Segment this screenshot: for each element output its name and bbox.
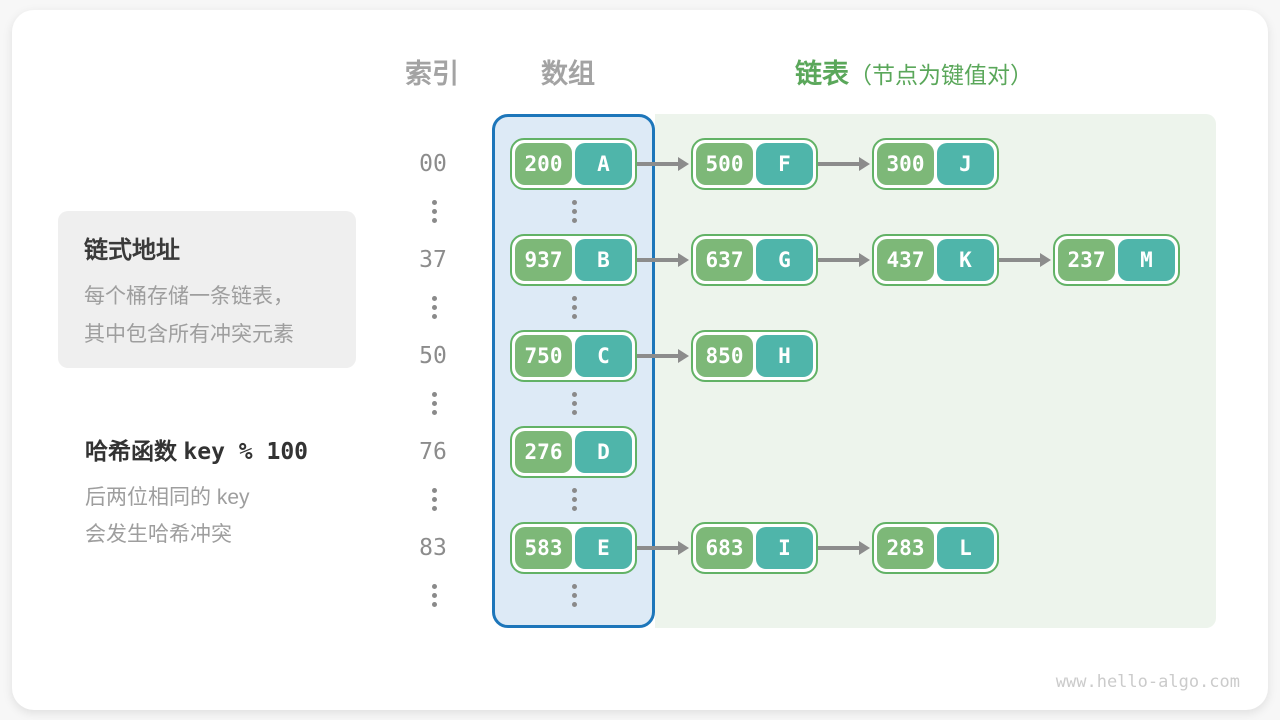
node-value: J bbox=[937, 143, 994, 185]
watermark: www.hello-algo.com bbox=[1055, 672, 1240, 692]
column-header-index: 索引 bbox=[405, 59, 459, 89]
index-label: 37 bbox=[419, 247, 447, 273]
node-key: 300 bbox=[877, 143, 934, 185]
node-key: 200 bbox=[515, 143, 572, 185]
info-box-title: 链式地址 bbox=[84, 237, 180, 264]
list-header-label: 链表 bbox=[795, 59, 849, 89]
node-value: E bbox=[575, 527, 632, 569]
node-key: 283 bbox=[877, 527, 934, 569]
arrow-icon bbox=[637, 253, 689, 267]
node-key: 437 bbox=[877, 239, 934, 281]
index-label: 83 bbox=[419, 535, 447, 561]
node-value: H bbox=[756, 335, 813, 377]
arrow-icon bbox=[637, 157, 689, 171]
ellipsis-icon bbox=[571, 296, 577, 319]
ellipsis-icon bbox=[571, 488, 577, 511]
node-key: 750 bbox=[515, 335, 572, 377]
ellipsis-icon bbox=[431, 392, 437, 415]
hash-note: 哈希函数 key % 100 后两位相同的 key 会发生哈希冲突 bbox=[85, 432, 385, 553]
node-value: F bbox=[756, 143, 813, 185]
list-header-note: （节点为键值对） bbox=[849, 62, 1033, 88]
column-header-list: 链表（节点为键值对） bbox=[795, 52, 1225, 91]
info-box-line: 其中包含所有冲突元素 bbox=[84, 323, 294, 346]
hash-function-label: 哈希函数 bbox=[85, 438, 177, 464]
hash-note-line: 会发生哈希冲突 bbox=[85, 523, 232, 546]
index-label: 00 bbox=[419, 151, 447, 177]
node-value: K bbox=[937, 239, 994, 281]
arrow-icon bbox=[818, 541, 870, 555]
hash-note-line: 后两位相同的 key bbox=[85, 486, 250, 509]
info-box-line: 每个桶存储一条链表， bbox=[84, 285, 294, 308]
ellipsis-icon bbox=[571, 584, 577, 607]
node-key: 937 bbox=[515, 239, 572, 281]
ellipsis-icon bbox=[571, 392, 577, 415]
arrow-icon bbox=[637, 541, 689, 555]
arrow-icon bbox=[818, 253, 870, 267]
node-value: G bbox=[756, 239, 813, 281]
node-value: D bbox=[575, 431, 632, 473]
node-value: C bbox=[575, 335, 632, 377]
arrow-icon bbox=[637, 349, 689, 363]
ellipsis-icon bbox=[431, 488, 437, 511]
ellipsis-icon bbox=[431, 200, 437, 223]
node-value: I bbox=[756, 527, 813, 569]
arrow-icon bbox=[818, 157, 870, 171]
info-box: 链式地址 每个桶存储一条链表， 其中包含所有冲突元素 bbox=[58, 211, 356, 368]
node-key: 850 bbox=[696, 335, 753, 377]
node-value: A bbox=[575, 143, 632, 185]
node-value: B bbox=[575, 239, 632, 281]
hash-function-code: key % 100 bbox=[183, 439, 309, 465]
node-key: 500 bbox=[696, 143, 753, 185]
ellipsis-icon bbox=[571, 200, 577, 223]
column-header-array: 数组 bbox=[541, 59, 595, 89]
node-value: M bbox=[1118, 239, 1175, 281]
node-key: 637 bbox=[696, 239, 753, 281]
ellipsis-icon bbox=[431, 296, 437, 319]
node-key: 583 bbox=[515, 527, 572, 569]
index-label: 50 bbox=[419, 343, 447, 369]
node-key: 237 bbox=[1058, 239, 1115, 281]
hash-note-title: 哈希函数 key % 100 bbox=[85, 432, 385, 466]
node-key: 683 bbox=[696, 527, 753, 569]
arrow-icon bbox=[999, 253, 1051, 267]
node-key: 276 bbox=[515, 431, 572, 473]
index-label: 76 bbox=[419, 439, 447, 465]
ellipsis-icon bbox=[431, 584, 437, 607]
node-value: L bbox=[937, 527, 994, 569]
